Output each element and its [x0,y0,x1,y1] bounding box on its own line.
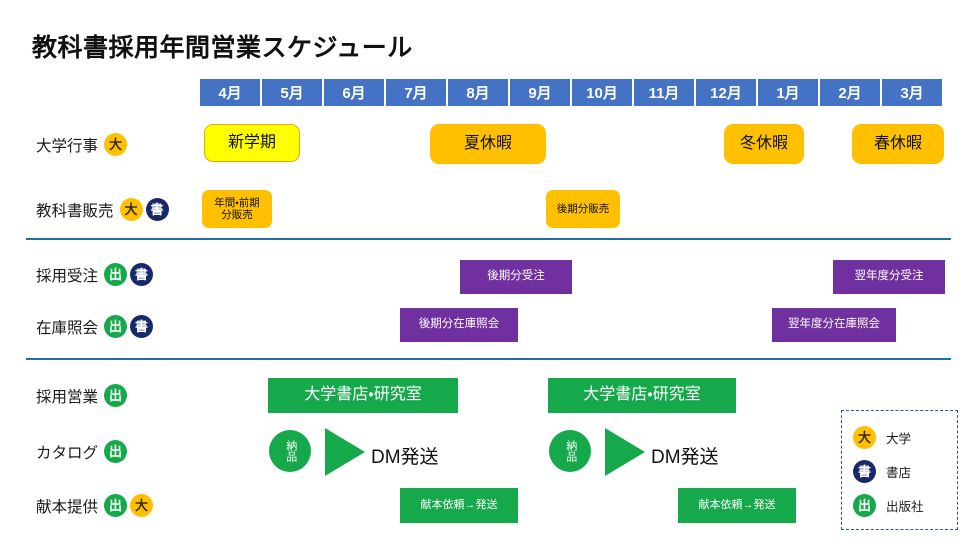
row-label-adoption-order: 採用受注 出 書 [36,263,154,286]
bar-summer-holiday[interactable]: 夏休暇 [430,124,546,164]
row-label-catalog: カタログ 出 [36,440,128,463]
badge-university-icon: 大 [104,133,128,156]
bar-donation-request-first[interactable]: 献本依頼→発送 [400,488,518,523]
row-label-textbook-sales: 教科書販売 大 書 [36,198,169,221]
delivery-ellipse-second[interactable]: 納品 [549,430,591,472]
bar-winter-holiday[interactable]: 冬休暇 [724,124,804,164]
badge-publisher-icon: 出 [104,384,128,407]
dm-send-label-second: DM発送 [651,447,719,468]
bar-university-shop-lab-second[interactable]: 大学書店・研究室 [548,378,736,413]
row-label-text: 採用受注 [36,267,99,285]
month-cell-3: 3月 [882,79,942,106]
page-title: 教科書採用年間営業スケジュール [32,34,413,62]
arrow-right-icon [325,428,365,476]
bar-later-term-sales[interactable]: 後期分販売 [546,190,620,228]
badge-publisher-icon: 出 [104,263,128,286]
row-label-text: カタログ [36,444,99,462]
row-label-adoption-sales: 採用営業 出 [36,384,128,407]
badge-university-icon: 大 [130,494,154,517]
legend-label: 書店 [886,465,912,480]
bar-next-year-stock-check[interactable]: 翌年度分在庫照会 [772,308,896,342]
legend-item-university: 大 大学 [853,420,957,454]
row-label-text: 大学行事 [36,137,99,155]
month-cell-2: 2月 [820,79,880,106]
row-label-text: 教科書販売 [36,202,114,220]
bar-next-year-order[interactable]: 翌年度分受注 [833,260,945,294]
month-cell-9: 9月 [510,79,570,106]
row-label-text: 献本提供 [36,498,99,516]
badge-publisher-icon: 出 [104,440,128,463]
badge-bookstore-icon: 書 [130,315,154,338]
badge-publisher-icon: 出 [104,494,128,517]
bar-later-term-order[interactable]: 後期分受注 [460,260,572,294]
month-header-row: 4月 5月 6月 7月 8月 9月 10月 11月 12月 1月 2月 3月 [200,79,942,106]
month-cell-7: 7月 [386,79,446,106]
month-cell-6: 6月 [324,79,384,106]
dm-send-label-first: DM発送 [371,447,439,468]
legend-label: 大学 [886,431,912,446]
section-divider-bottom [26,358,951,360]
bar-donation-request-second[interactable]: 献本依頼→発送 [678,488,796,523]
bar-spring-holiday[interactable]: 春休暇 [852,124,944,164]
month-cell-4: 4月 [200,79,260,106]
bar-later-term-stock-check[interactable]: 後期分在庫照会 [400,308,518,342]
bar-annual-first-term-sales[interactable]: 年間・前期 分販売 [202,190,272,228]
badge-bookstore-icon: 書 [145,198,169,221]
badge-publisher-icon: 出 [104,315,128,338]
badge-publisher-icon: 出 [853,493,876,517]
month-cell-1: 1月 [758,79,818,106]
month-cell-12: 12月 [696,79,756,106]
month-cell-10: 10月 [572,79,632,106]
month-cell-8: 8月 [448,79,508,106]
row-label-university-events: 大学行事 大 [36,133,128,156]
section-divider-top [26,238,951,240]
bar-new-term[interactable]: 新学期 [204,124,300,162]
badge-university-icon: 大 [853,425,876,449]
row-label-stock-inquiry: 在庫照会 出 書 [36,315,154,338]
arrow-right-icon [605,428,645,476]
badge-bookstore-icon: 書 [853,459,876,483]
bar-university-shop-lab-first[interactable]: 大学書店・研究室 [268,378,458,413]
legend-item-publisher: 出 出版社 [853,488,957,522]
legend-item-bookstore: 書 書店 [853,454,957,488]
row-label-donation-supply: 献本提供 出 大 [36,494,154,517]
legend: 大 大学 書 書店 出 出版社 [841,410,958,530]
row-label-text: 採用営業 [36,388,99,406]
month-cell-5: 5月 [262,79,322,106]
badge-bookstore-icon: 書 [130,263,154,286]
month-cell-11: 11月 [634,79,694,106]
delivery-ellipse-first[interactable]: 納品 [269,430,311,472]
legend-label: 出版社 [886,499,924,514]
row-label-text: 在庫照会 [36,319,99,337]
badge-university-icon: 大 [119,198,143,221]
